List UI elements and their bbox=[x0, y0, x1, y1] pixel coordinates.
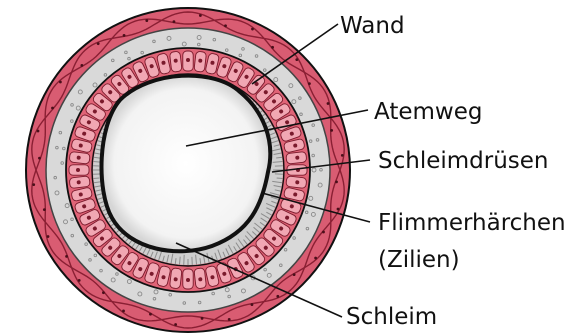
epithelial-cell bbox=[69, 176, 90, 189]
wall-nucleus bbox=[38, 157, 41, 160]
wall-nucleus bbox=[123, 34, 126, 37]
wall-nucleus bbox=[122, 310, 125, 313]
wall-nucleus bbox=[65, 255, 68, 258]
wall-nucleus bbox=[199, 14, 202, 17]
wall-nucleus bbox=[276, 295, 279, 298]
epithelial-cell bbox=[170, 51, 183, 72]
wall-nucleus bbox=[271, 46, 274, 49]
wall-nucleus bbox=[224, 24, 227, 27]
wall-nucleus bbox=[341, 154, 344, 157]
epithelial-cell bbox=[170, 268, 183, 289]
epithelial-cell bbox=[69, 165, 89, 175]
wall-nucleus bbox=[293, 273, 296, 276]
epithelial-cell bbox=[194, 268, 207, 289]
wall-nucleus bbox=[145, 19, 148, 22]
wall-nucleus bbox=[32, 183, 35, 186]
wall-nucleus bbox=[308, 82, 311, 85]
label-atemweg: Atemweg bbox=[374, 99, 482, 125]
epithelial-cell bbox=[286, 176, 307, 189]
wall-nucleus bbox=[327, 102, 330, 105]
epithelial-cell bbox=[194, 51, 207, 72]
wall-nucleus bbox=[47, 235, 50, 238]
wall-nucleus bbox=[251, 303, 254, 306]
label-flimmerhaerchen: Flimmerhärchen bbox=[378, 210, 566, 236]
epithelial-cell bbox=[183, 51, 193, 71]
wall-nucleus bbox=[173, 20, 176, 23]
wall-nucleus bbox=[201, 317, 204, 320]
label-wand: Wand bbox=[340, 13, 405, 39]
wall-nucleus bbox=[337, 208, 340, 211]
wall-nucleus bbox=[330, 129, 333, 132]
label-zilien: (Zilien) bbox=[378, 247, 460, 273]
wall-nucleus bbox=[102, 291, 105, 294]
epithelial-cell bbox=[286, 152, 307, 165]
cilium bbox=[179, 257, 180, 265]
wall-nucleus bbox=[37, 130, 40, 133]
wall-nucleus bbox=[335, 181, 338, 184]
epithelial-cell bbox=[69, 152, 90, 165]
wall-nucleus bbox=[80, 64, 83, 67]
label-schleimdruesen: Schleimdrüsen bbox=[378, 148, 549, 174]
wall-nucleus bbox=[314, 257, 317, 260]
wall-nucleus bbox=[59, 81, 62, 84]
label-schleim: Schleim bbox=[346, 304, 437, 330]
wall-nucleus bbox=[97, 42, 100, 45]
cilium bbox=[277, 178, 283, 179]
wall-nucleus bbox=[322, 231, 325, 234]
wall-nucleus bbox=[51, 107, 54, 110]
wall-nucleus bbox=[43, 208, 46, 211]
wall-nucleus bbox=[174, 323, 177, 326]
cilium bbox=[93, 178, 99, 179]
wall-nucleus bbox=[295, 58, 298, 61]
epithelial-cell bbox=[183, 269, 193, 289]
wall-nucleus bbox=[149, 313, 152, 316]
wall-nucleus bbox=[251, 28, 254, 31]
wall-nucleus bbox=[228, 318, 231, 321]
airway-lumen bbox=[102, 76, 271, 252]
wall-nucleus bbox=[78, 279, 81, 282]
